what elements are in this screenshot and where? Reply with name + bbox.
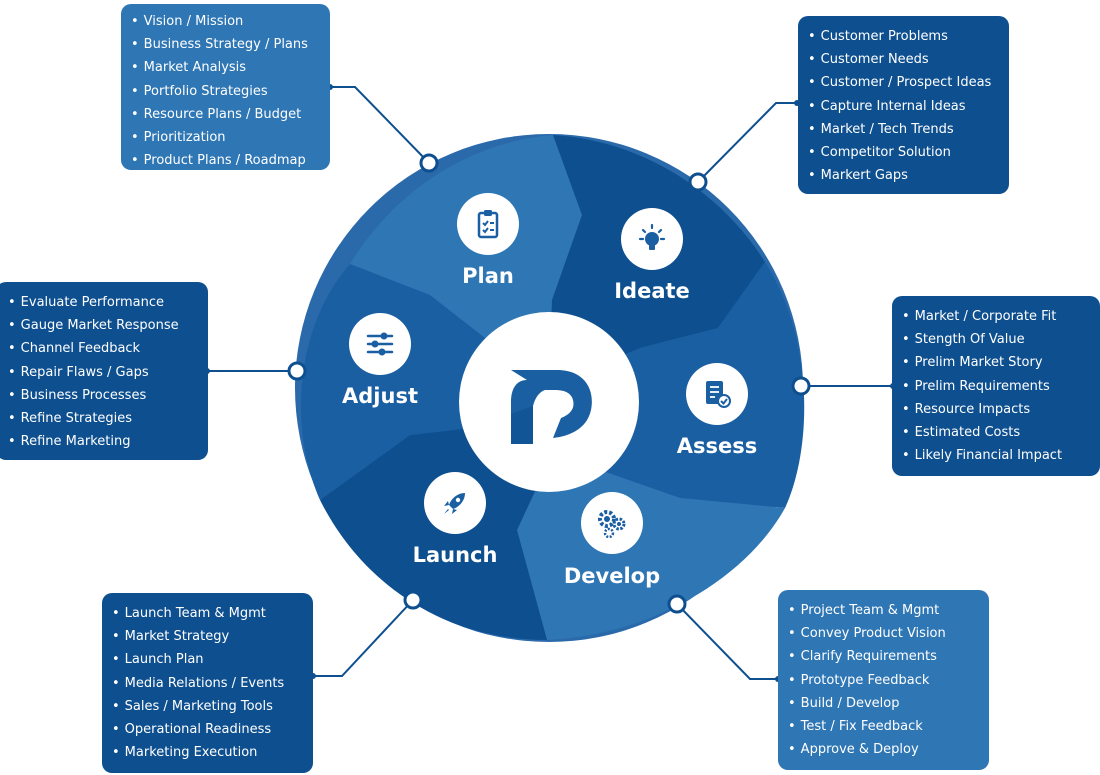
list-item: Approve & Deploy xyxy=(788,738,979,761)
list-item: Channel Feedback xyxy=(8,337,198,360)
plan-icon-circle xyxy=(457,193,519,255)
list-item: Market Analysis xyxy=(131,56,320,79)
list-item: Customer Needs xyxy=(808,48,999,71)
connector-dot-ideate xyxy=(688,172,708,192)
list-item: Clarify Requirements xyxy=(788,645,979,668)
list-item: Likely Financial Impact xyxy=(902,444,1090,467)
ideate-icon-circle xyxy=(621,208,683,270)
list-item: Operational Readiness xyxy=(112,718,303,741)
list-item: Convey Product Vision xyxy=(788,622,979,645)
list-item: Capture Internal Ideas xyxy=(808,95,999,118)
list-item: Customer / Prospect Ideas xyxy=(808,71,999,94)
list-item: Market / Corporate Fit xyxy=(902,305,1090,328)
rocket-icon xyxy=(444,493,465,514)
list-item: Prioritization xyxy=(131,126,320,149)
launch-label: Launch xyxy=(412,543,498,567)
list-item: Project Team & Mgmt xyxy=(788,599,979,622)
lightbulb-icon xyxy=(638,223,666,250)
list-item: Build / Develop xyxy=(788,692,979,715)
list-item: Resource Plans / Budget xyxy=(131,103,320,126)
sliders-icon xyxy=(366,332,394,356)
list-item: Product Plans / Roadmap xyxy=(131,149,320,172)
p-logo-icon xyxy=(511,370,592,444)
list-item: Portfolio Strategies xyxy=(131,80,320,103)
assess-label: Assess xyxy=(676,434,758,458)
list-item: Business Processes xyxy=(8,384,198,407)
ideate-label: Ideate xyxy=(614,279,690,303)
develop-label: Develop xyxy=(563,564,661,588)
list-item: Market / Tech Trends xyxy=(808,118,999,141)
list-item: Customer Problems xyxy=(808,25,999,48)
list-item: Markert Gaps xyxy=(808,164,999,187)
list-item: Repair Flaws / Gaps xyxy=(8,361,198,384)
list-item: Media Relations / Events xyxy=(112,672,303,695)
list-item: Refine Strategies xyxy=(8,407,198,430)
gears-icon xyxy=(598,510,626,539)
launch-icon-circle xyxy=(424,472,486,534)
center-logo xyxy=(459,312,639,492)
connector-plan xyxy=(330,86,430,164)
list-item: Business Strategy / Plans xyxy=(131,33,320,56)
launch-info-box: Launch Team & Mgmt Market Strategy Launc… xyxy=(102,593,313,773)
list-item: Resource Impacts xyxy=(902,398,1090,421)
list-item: Prelim Requirements xyxy=(902,375,1090,398)
list-item: Test / Fix Feedback xyxy=(788,715,979,738)
list-item: Gauge Market Response xyxy=(8,314,198,337)
connector-dot-adjust xyxy=(287,361,307,381)
adjust-info-box: Evaluate Performance Gauge Market Respon… xyxy=(0,282,208,460)
list-item: Marketing Execution xyxy=(112,741,303,764)
list-item: Prelim Market Story xyxy=(902,351,1090,374)
list-item: Launch Team & Mgmt xyxy=(112,602,303,625)
connector-dot-assess xyxy=(791,376,811,396)
connector-ideate xyxy=(697,102,797,183)
plan-info-box: Vision / Mission Business Strategy / Pla… xyxy=(121,4,330,170)
ideate-info-box: Customer Problems Customer Needs Custome… xyxy=(798,16,1009,194)
document-check-icon xyxy=(706,381,731,408)
list-item: Market Strategy xyxy=(112,625,303,648)
list-item: Sales / Marketing Tools xyxy=(112,695,303,718)
clipboard-checklist-icon xyxy=(477,210,499,239)
list-item: Evaluate Performance xyxy=(8,291,198,314)
connector-dot-plan xyxy=(419,153,439,173)
list-item: Prototype Feedback xyxy=(788,669,979,692)
adjust-label: Adjust xyxy=(342,384,418,408)
connector-develop xyxy=(676,603,778,680)
develop-icon-circle xyxy=(581,492,643,554)
assess-icon-circle xyxy=(686,363,748,425)
connector-dot-launch xyxy=(403,590,423,610)
list-item: Competitor Solution xyxy=(808,141,999,164)
list-item: Vision / Mission xyxy=(131,10,320,33)
list-item: Refine Marketing xyxy=(8,430,198,453)
assess-info-box: Market / Corporate Fit Stength Of Value … xyxy=(892,296,1100,476)
plan-label: Plan xyxy=(462,264,514,288)
adjust-icon-circle xyxy=(349,313,411,375)
list-item: Stength Of Value xyxy=(902,328,1090,351)
list-item: Launch Plan xyxy=(112,648,303,671)
connector-dot-develop xyxy=(667,594,687,614)
list-item: Estimated Costs xyxy=(902,421,1090,444)
develop-info-box: Project Team & Mgmt Convey Product Visio… xyxy=(778,590,989,770)
connector-launch xyxy=(313,599,414,677)
